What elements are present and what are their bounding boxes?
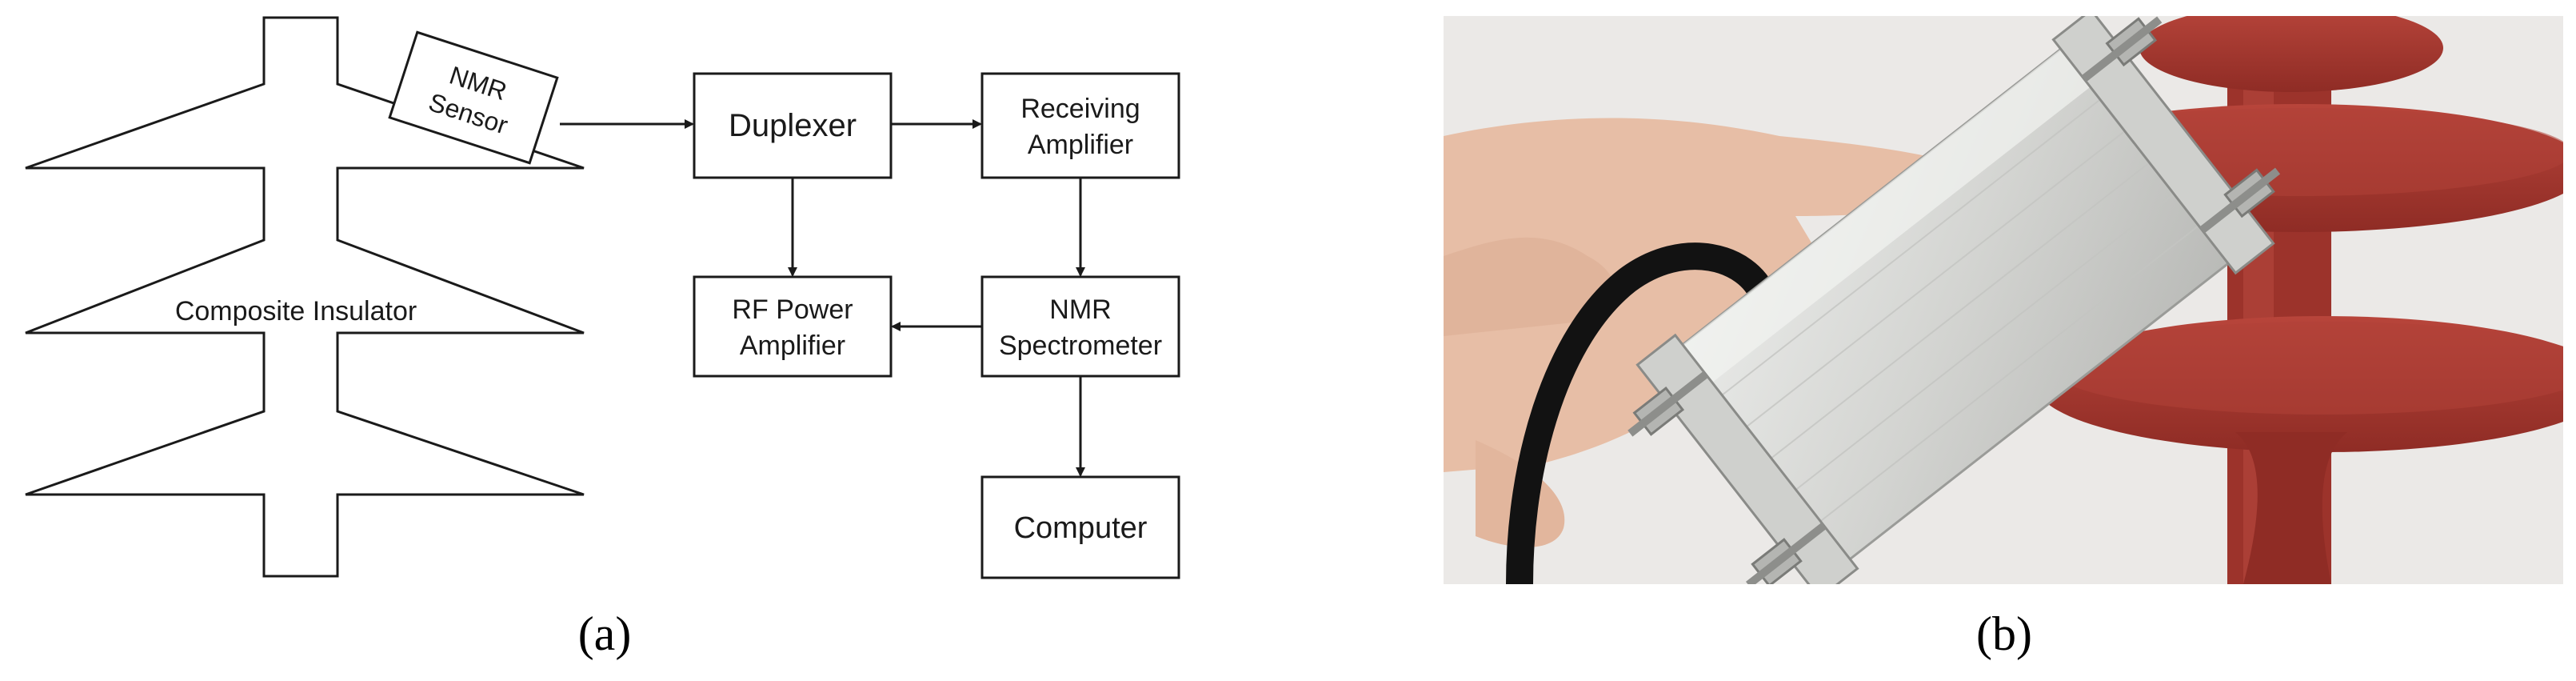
nmr-spectrometer-label-line1: NMR — [1049, 294, 1111, 325]
receiving-amplifier-box — [980, 72, 1180, 179]
nmr-sensor-box: NMR Sensor — [388, 30, 559, 165]
rf-power-amplifier-label-line1: RF Power — [732, 294, 853, 325]
panel-a-caption: (a) — [578, 607, 632, 660]
computer-box — [980, 475, 1180, 579]
panel-b: (b) — [1444, 16, 2563, 660]
nmr-spectrometer-box — [980, 275, 1180, 378]
duplexer-label: Duplexer — [729, 108, 857, 143]
receiving-amplifier-label-line1: Receiving — [1020, 94, 1140, 124]
rf-power-amplifier-box — [693, 275, 893, 378]
composite-insulator-label: Composite Insulator — [175, 296, 417, 326]
computer-label: Computer — [1014, 511, 1148, 545]
receiving-amplifier-label-line2: Amplifier — [1028, 130, 1133, 160]
cable — [1506, 242, 1777, 584]
nmr-spectrometer-label-line2: Spectrometer — [999, 330, 1162, 361]
aluminium-sensor-body — [1627, 16, 2281, 584]
sensor-photo — [1444, 16, 2563, 584]
composite-insulator-shape — [25, 16, 585, 578]
panel-b-caption: (b) — [1976, 607, 2032, 660]
hand — [1444, 118, 1992, 547]
rf-power-amplifier-label-line2: Amplifier — [740, 330, 845, 361]
insulator-core — [2011, 16, 2563, 584]
panel-a: Composite Insulator NMR Sensor Duplexer … — [25, 16, 1180, 660]
